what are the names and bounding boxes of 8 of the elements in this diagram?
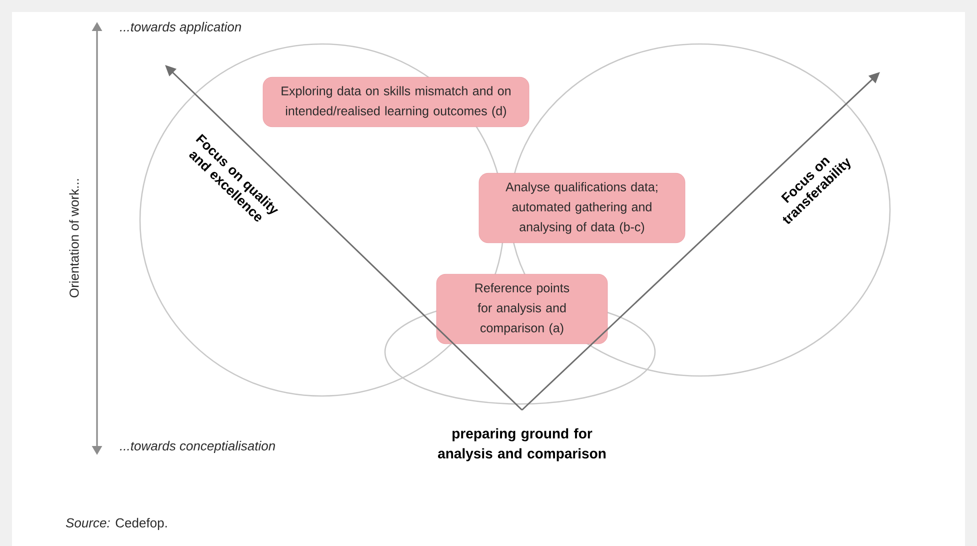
process-box: Reference points for analysis and comparison (a) [436, 274, 608, 344]
axis-label: Orientation of work... [69, 179, 79, 298]
axis-label: ...towards conceptialisation [120, 440, 275, 454]
axis-label: ...towards application [120, 22, 242, 34]
bold-caption: preparing ground for analysis and comparison [438, 428, 606, 462]
process-box: Exploring data on skills mismatch and on intended/realised learning outcomes (d) [262, 76, 530, 128]
process-box: Analyse qualifications data; automated gathering and analysing of data (b-c) [478, 172, 686, 244]
source-note: Source: Cedefop. [66, 518, 167, 530]
